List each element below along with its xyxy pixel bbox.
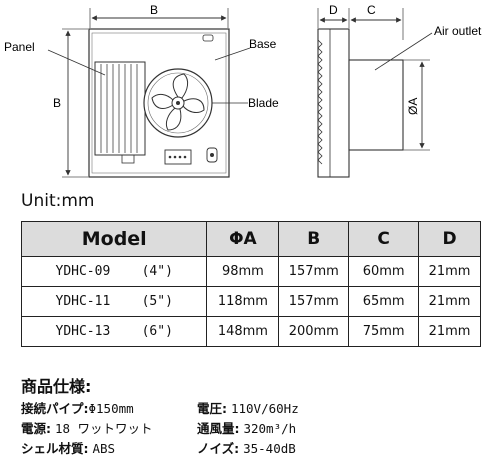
cell-d: 21mm: [418, 316, 481, 347]
blade-label: Blade: [248, 96, 279, 110]
panel-label: Panel: [4, 40, 35, 54]
spec-row: 電源: 18 ワットワット 通風量: 320m³/h: [21, 418, 491, 438]
blade-vanes: [151, 73, 205, 131]
front-callouts: Panel Base Blade: [4, 37, 279, 110]
spec-value: Φ150mm: [88, 401, 134, 416]
front-dim-b-top: B: [89, 3, 229, 28]
header-d: D: [418, 221, 481, 257]
spec-row: シェル材質: ABS ノイズ: 35-40dB: [21, 438, 491, 458]
table-row: YDHC-11 (5") 118mm 157mm 65mm 21mm: [20, 286, 481, 317]
cell-a: 118mm: [206, 286, 280, 317]
cell-a: 98mm: [206, 256, 280, 287]
side-view: D C ØA Air outlet: [317, 3, 482, 178]
cell-c: 75mm: [348, 316, 420, 347]
spec-label: シェル材質:: [21, 441, 89, 456]
specs-title: 商品仕様:: [21, 377, 92, 396]
model-cell: YDHC-13 (6"): [20, 316, 208, 347]
spec-item: 通風量: 320m³/h: [197, 418, 296, 437]
model-name: YDHC-09: [55, 264, 111, 279]
dimension-table: Model ΦA B C D YDHC-09 (4") 98mm 157mm 6…: [20, 221, 481, 347]
cell-c: 65mm: [348, 286, 420, 317]
spec-label: ノイズ:: [197, 441, 240, 456]
spec-value: ABS: [92, 441, 116, 456]
side-duct: [348, 59, 404, 151]
spec-item: シェル材質: ABS: [21, 438, 115, 457]
air-outlet-label: Air outlet: [434, 24, 482, 38]
spec-value: 35-40dB: [243, 441, 296, 456]
dim-a-label: ØA: [406, 98, 420, 115]
dim-b-top-label: B: [150, 3, 158, 17]
cell-a: 148mm: [206, 316, 280, 347]
cell-b: 157mm: [278, 256, 350, 287]
model-name: YDHC-13: [55, 324, 111, 339]
model-cell: YDHC-09 (4"): [20, 256, 208, 287]
spec-item: ノイズ: 35-40dB: [197, 438, 296, 457]
spec-label: 通風量:: [197, 421, 240, 436]
spec-label: 接続パイプ:: [21, 401, 89, 416]
cell-b: 200mm: [278, 316, 350, 347]
model-name: YDHC-11: [55, 294, 111, 309]
spec-value: 18 ワットワット: [54, 421, 153, 436]
specs-list: 接続パイプ:Φ150mm 電圧: 110V/60Hz 電源: 18 ワットワット…: [21, 398, 491, 458]
front-dim-b-side: B: [53, 28, 88, 178]
table-header-row: Model ΦA B C D: [20, 221, 481, 257]
spec-item: 接続パイプ:Φ150mm: [21, 398, 134, 417]
panel-grille: [94, 61, 146, 156]
cell-b: 157mm: [278, 286, 350, 317]
header-model: Model: [20, 221, 208, 257]
dim-c-label: C: [367, 3, 376, 17]
front-view: [88, 28, 230, 178]
spec-item: 電源: 18 ワットワット: [21, 418, 153, 437]
base-label: Base: [249, 37, 277, 51]
side-plate: [317, 28, 350, 178]
spec-item: 電圧: 110V/60Hz: [197, 398, 299, 417]
header-a: ΦA: [206, 221, 280, 257]
spec-value: 110V/60Hz: [230, 401, 299, 416]
table-row: YDHC-13 (6") 148mm 200mm 75mm 21mm: [20, 316, 481, 347]
spec-label: 電圧:: [197, 401, 227, 416]
header-c: C: [348, 221, 420, 257]
header-b: B: [278, 221, 350, 257]
unit-label: Unit:mm: [21, 191, 95, 211]
cell-d: 21mm: [418, 286, 481, 317]
model-size: (4"): [141, 264, 173, 279]
dim-d-label: D: [329, 3, 338, 17]
spec-value: 320m³/h: [243, 421, 297, 436]
spec-row: 接続パイプ:Φ150mm 電圧: 110V/60Hz: [21, 398, 491, 418]
cell-d: 21mm: [418, 256, 481, 287]
fan-dimension-drawing: B B: [4, 3, 482, 178]
model-size: (5"): [141, 294, 173, 309]
model-size: (6"): [141, 324, 173, 339]
table-row: YDHC-09 (4") 98mm 157mm 60mm 21mm: [20, 256, 481, 287]
dim-b-side-label: B: [53, 96, 61, 110]
cell-c: 60mm: [348, 256, 420, 287]
model-cell: YDHC-11 (5"): [20, 286, 208, 317]
spec-label: 電源:: [21, 421, 51, 436]
